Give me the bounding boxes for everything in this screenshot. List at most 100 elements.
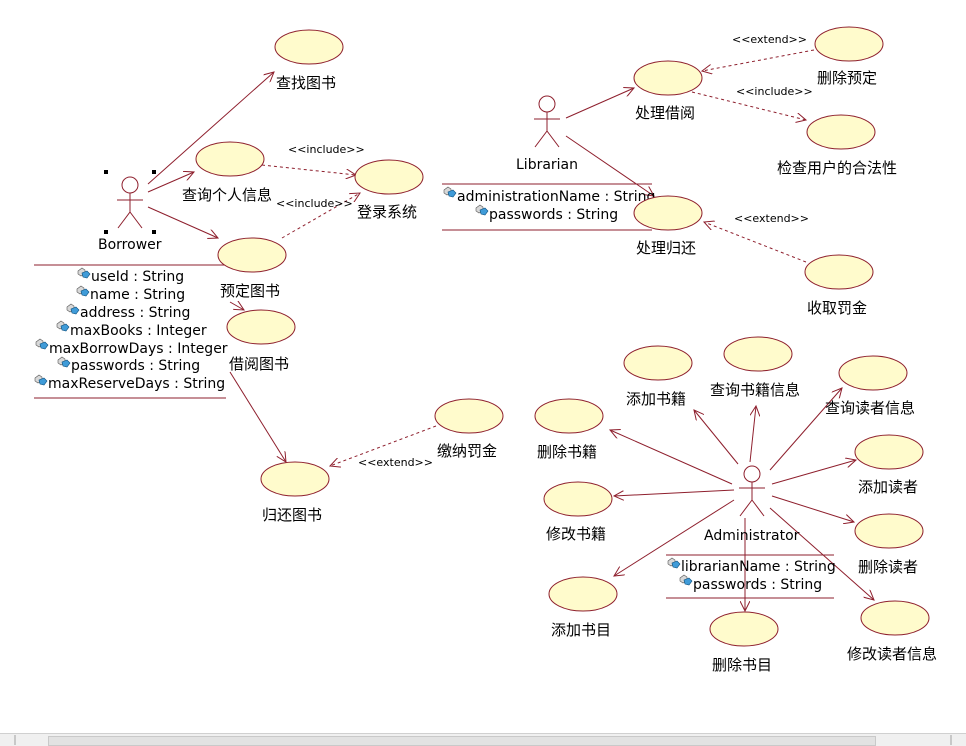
admin-to-query-book-info-line — [749, 406, 756, 463]
use-case-label: 查询个人信息 — [182, 186, 272, 204]
attribute-row: maxReserveDays : String — [34, 374, 225, 392]
include-check-validity-line — [691, 91, 806, 120]
attribute-key-icon — [57, 356, 71, 368]
actor-administrator[interactable]: Administrator — [704, 465, 800, 544]
use-case-label: 添加书目 — [551, 621, 611, 639]
use-case-label: 处理借阅 — [635, 104, 695, 122]
use-case-query-reader-info[interactable]: 查询读者信息 — [825, 355, 915, 417]
use-case-login[interactable]: 登录系统 — [354, 159, 424, 221]
extend-label: <<extend>> — [734, 212, 809, 225]
use-case-find-book[interactable]: 查找图书 — [274, 29, 344, 92]
use-case-add-catalog[interactable]: 添加书目 — [548, 576, 618, 639]
stick-figure-icon — [534, 95, 560, 148]
attribute-key-icon — [77, 267, 91, 279]
actor-librarian[interactable]: Librarian — [516, 95, 578, 173]
extend-delete-reservation-line — [702, 49, 815, 71]
stereotype-labels: <<include>> <<include>> <<extend>> <<ext… — [276, 33, 813, 469]
use-case-label: 删除预定 — [817, 69, 877, 87]
attribute-key-icon — [66, 303, 80, 315]
extend-label: <<extend>> — [358, 456, 433, 469]
use-case-delete-reservation[interactable]: 删除预定 — [814, 26, 884, 87]
selection-handle[interactable] — [152, 170, 156, 174]
use-case-modify-books[interactable]: 修改书籍 — [543, 481, 613, 543]
attribute-key-icon — [56, 320, 70, 332]
attribute-row: address : String — [66, 303, 190, 321]
use-case-delete-reader[interactable]: 删除读者 — [854, 513, 924, 576]
borrower-to-query-info-line — [147, 172, 194, 193]
use-case-label: 查找图书 — [276, 74, 336, 92]
admin-to-add-catalog-line — [614, 499, 735, 576]
borrower-to-reserve-line — [147, 206, 218, 238]
use-case-add-books[interactable]: 添加书籍 — [623, 345, 693, 408]
include-label: <<include>> — [736, 85, 813, 98]
include-label: <<include>> — [288, 143, 365, 156]
use-case-reserve-book[interactable]: 预定图书 — [217, 237, 287, 300]
scroll-left-edge[interactable] — [14, 735, 16, 745]
attribute-key-icon — [34, 374, 48, 386]
use-case-delete-books[interactable]: 删除书籍 — [534, 398, 604, 461]
use-case-label: 检查用户的合法性 — [777, 159, 897, 177]
use-case-label: 借阅图书 — [229, 355, 289, 373]
attribute-text: address : String — [80, 305, 190, 321]
use-case-modify-reader-info[interactable]: 修改读者信息 — [847, 600, 937, 663]
attribute-row: librarianName : String — [667, 557, 836, 575]
attribute-key-icon — [667, 557, 681, 569]
attribute-text: maxBooks : Integer — [70, 323, 207, 339]
attribute-text: librarianName : String — [681, 559, 836, 575]
actor-borrower[interactable]: Borrower — [98, 170, 162, 253]
horizontal-scrollbar[interactable] — [0, 733, 966, 746]
attribute-key-icon — [35, 338, 49, 350]
selection-handle[interactable] — [104, 230, 108, 234]
librarian-attribute-box: administrationName : String passwords : … — [442, 183, 655, 231]
administrator-attribute-box: librarianName : String passwords : Strin… — [666, 554, 836, 599]
attribute-row: passwords : String — [679, 574, 822, 593]
use-case-label: 修改读者信息 — [847, 645, 937, 663]
use-case-borrow-book[interactable]: 借阅图书 — [226, 309, 296, 373]
use-case-query-book-info[interactable]: 查询书籍信息 — [710, 336, 800, 399]
attribute-text: maxBorrowDays : Integer — [49, 341, 228, 357]
use-case-label: 缴纳罚金 — [437, 442, 497, 460]
scroll-right-edge[interactable] — [950, 735, 952, 745]
use-case-add-reader[interactable]: 添加读者 — [854, 434, 924, 496]
use-case-handle-borrow[interactable]: 处理借阅 — [633, 60, 703, 122]
use-case-label: 添加读者 — [858, 478, 918, 496]
use-case-label: 登录系统 — [357, 203, 417, 221]
attribute-text: name : String — [90, 287, 185, 303]
use-case-handle-return[interactable]: 处理归还 — [633, 195, 703, 257]
librarian-to-handle-return-line — [565, 135, 654, 196]
actor-name: Borrower — [98, 237, 162, 253]
use-case-pay-fine[interactable]: 缴纳罚金 — [434, 398, 504, 460]
use-case-delete-catalog[interactable]: 删除书目 — [709, 611, 779, 674]
selection-handle[interactable] — [152, 230, 156, 234]
use-case-label: 预定图书 — [220, 282, 280, 300]
extend-collect-fine-line — [704, 222, 807, 263]
relationships — [147, 49, 874, 611]
admin-to-modify-reader-line — [769, 507, 874, 600]
attribute-text: passwords : String — [71, 358, 200, 374]
use-case-return-book[interactable]: 归还图书 — [260, 461, 330, 524]
borrower-to-find-book-line — [147, 72, 274, 185]
use-case-collect-fine[interactable]: 收取罚金 — [804, 254, 874, 317]
use-case-query-personal-info[interactable]: 查询个人信息 — [182, 141, 272, 204]
selection-handle[interactable] — [104, 170, 108, 174]
use-case-check-user-validity[interactable]: 检查用户的合法性 — [777, 114, 897, 177]
attribute-key-icon — [76, 285, 90, 297]
actor-name: Librarian — [516, 157, 578, 173]
admin-to-add-books-line — [694, 410, 739, 465]
admin-to-query-reader-info-line — [769, 388, 842, 471]
admin-to-modify-books-line — [614, 489, 735, 496]
attribute-row: useId : String — [77, 267, 184, 285]
librarian-to-handle-borrow-line — [565, 88, 634, 119]
attribute-key-icon — [679, 574, 693, 586]
extend-label: <<extend>> — [732, 33, 807, 46]
stick-figure-icon — [117, 176, 143, 229]
extend-pay-fine-line — [330, 425, 437, 466]
use-case-label: 添加书籍 — [626, 390, 686, 408]
borrower-attribute-box: useId : String name : String address : S… — [34, 264, 228, 399]
attribute-key-icon — [475, 204, 489, 216]
include-label: <<include>> — [276, 197, 353, 210]
include-query-login-line — [261, 164, 356, 175]
admin-to-delete-books-line — [610, 430, 733, 485]
stick-figure-icon — [739, 465, 765, 517]
